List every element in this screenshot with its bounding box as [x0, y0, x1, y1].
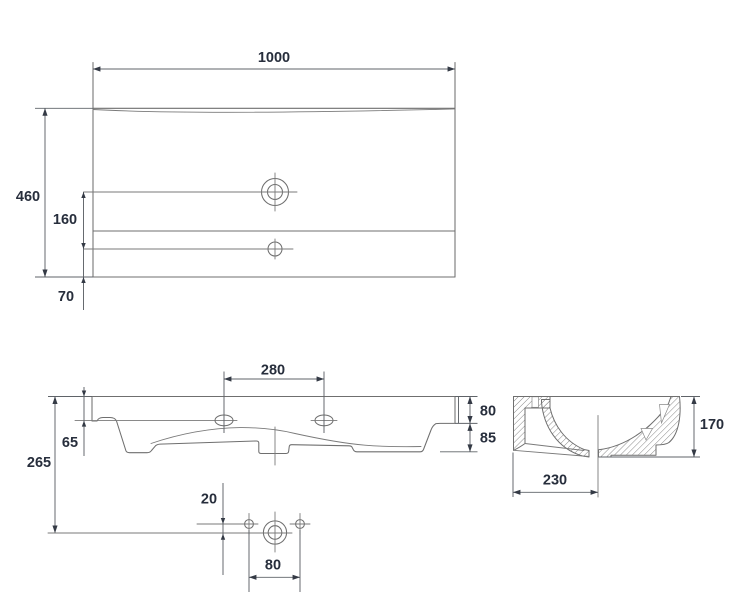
section-cavity-1 [659, 404, 671, 425]
arrow-65-top [81, 390, 87, 397]
fixing-hole-detail: 20 80 [47, 483, 311, 592]
dim-label-tap-to-drain: 160 [53, 212, 77, 228]
dim-label-fixing-offset: 20 [201, 492, 217, 508]
dim-label-deck-thickness: 65 [62, 435, 78, 451]
front-view: 280 65 265 80 85 [27, 363, 496, 592]
section-front-wall [598, 396, 681, 458]
dim-label-top-depth: 460 [16, 189, 40, 205]
dim-label-side-depth: 230 [543, 473, 567, 489]
arrow-20-top [220, 518, 226, 524]
arrow-160-bottom [81, 243, 86, 249]
front-apron-curve [150, 427, 422, 448]
section-underside-inner [524, 443, 585, 451]
arrow-65-bottom [81, 420, 87, 427]
dim-label-fixing-spacing: 80 [265, 558, 281, 574]
front-outline [91, 395, 456, 455]
arrow-160-top [81, 192, 86, 198]
section-cavity-2 [640, 428, 654, 441]
dim-label-shelf-to-bottom: 85 [480, 431, 496, 447]
top-view: 1000 460 160 70 [16, 50, 456, 310]
dim-label-tap-spacing: 280 [261, 363, 285, 379]
dim-label-overall-height: 265 [27, 455, 51, 471]
dim-label-side-height: 170 [700, 417, 724, 433]
dim-label-rim-to-shelf: 80 [480, 404, 496, 420]
arrow-70-bottom [81, 277, 86, 283]
basin-rim-curve [92, 108, 456, 113]
arrow-20-bottom [220, 533, 226, 540]
side-view: 170 230 [512, 395, 724, 498]
dim-label-drain-to-front: 70 [58, 289, 74, 305]
section-underside-outer [513, 449, 590, 457]
dim-label-top-width: 1000 [258, 50, 290, 66]
section-tap-hole [531, 396, 539, 408]
